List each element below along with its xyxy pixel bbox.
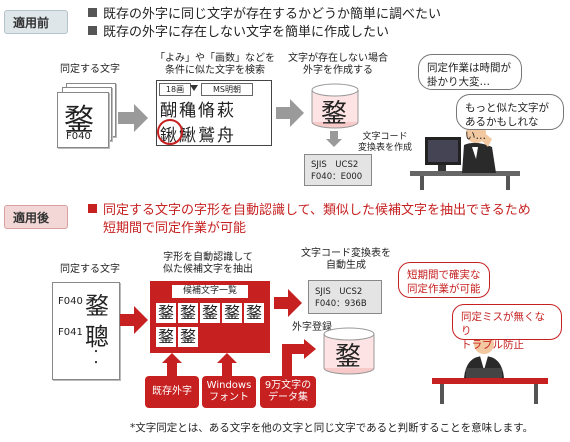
target-char-2: 聰 <box>85 323 109 351</box>
created-char-cylinder <box>311 83 359 129</box>
created-char: 鍪 <box>321 99 348 129</box>
code-table-header: SJIS UCS2 <box>311 160 359 170</box>
search-label: 「よみ」や「画数」などを 条件に似た文字を検索 <box>155 53 275 76</box>
bullet-square-icon <box>88 8 97 17</box>
candidate-char[interactable]: 鍪 <box>200 303 220 323</box>
before-bubble-2: もっと似た文字が あるかもしれない… <box>456 94 564 142</box>
arrow-up-icon <box>217 353 237 363</box>
target-char: 鍪 <box>64 103 94 138</box>
registered-char: 鍪 <box>335 342 362 372</box>
font-select: MS明朝 <box>201 83 253 96</box>
after-bullet-2: 短期間で同定作業が可能 <box>103 221 247 236</box>
highlight-circle <box>157 119 183 145</box>
more-dots: ・ ・ <box>91 347 101 369</box>
strokes-select: 18画 <box>159 83 191 96</box>
after-target-card: F040 鍪 F041 聰 ・ ・ <box>52 282 120 380</box>
candidate-title: 候補文字一覧 <box>172 285 248 298</box>
target-char-card: 鍪 F040 <box>57 92 109 148</box>
arrow-shaft <box>118 112 136 124</box>
after-code-table-doc: SJIS UCS2 F040：936B <box>308 280 382 314</box>
arrow-right-icon <box>288 289 302 317</box>
arrow-shaft <box>276 107 292 119</box>
code-table-header: SJIS UCS2 <box>315 287 363 297</box>
chevron-down-icon <box>190 85 198 91</box>
arrow-right-icon <box>290 99 304 127</box>
search-row-1: 醐穐脩萩 <box>160 101 236 121</box>
bullet-square-icon <box>88 26 97 35</box>
arrow-shaft <box>120 314 136 326</box>
candidate-panel: 候補文字一覧 鍪 鍪 鍪 鍪 鍪 鍪 鍪 <box>150 281 270 353</box>
arrow-shaft <box>282 364 292 378</box>
target-code-2: F041 <box>58 327 83 338</box>
after-bubble-2: 同定ミスが無くなり トラブル防止 <box>452 304 562 351</box>
register-label: 外字登録 <box>292 322 332 333</box>
before-bullet-2: 既存の外字に存在しない文字を簡単に作成したい <box>88 24 389 42</box>
code-table-doc: SJIS UCS2 F040：E000 <box>304 154 372 186</box>
worried-person-illustration <box>410 123 520 190</box>
generate-label: 文字コード変換表を 自動生成 <box>301 248 391 271</box>
arrow-shaft <box>167 362 177 378</box>
candidate-char[interactable]: 鍪 <box>156 303 176 323</box>
candidate-char[interactable]: 鍪 <box>178 327 198 347</box>
source-dataset: 9万文字の データ集 <box>260 376 316 408</box>
table-label: 文字コード 変換表を作成 <box>358 132 413 153</box>
arrow-shaft <box>274 297 290 309</box>
code-table-row: F040：936B <box>315 299 367 309</box>
search-panel: 18画 MS明朝 醐穐脩萩 鍬鰍鷲舟 <box>156 80 272 146</box>
arrow-right-icon <box>134 306 148 334</box>
create-label: 文字が存在しない場合 外字を作成する <box>288 53 388 76</box>
arrow-down-icon <box>326 139 342 147</box>
recognize-label: 字形を自動認識して 似た候補文字を抽出 <box>163 252 253 275</box>
code-table-row: F040：E000 <box>311 172 363 182</box>
arrow-shaft <box>282 344 292 368</box>
before-target-label: 同定する文字 <box>60 64 120 75</box>
after-target-label: 同定する文字 <box>60 264 120 275</box>
after-tag: 適用後 <box>4 205 68 229</box>
after-bubble-1: 短期間で確実な 同定作業が可能 <box>398 262 490 298</box>
target-code: F040 <box>66 131 91 142</box>
arrow-shaft <box>222 362 232 378</box>
arrow-right-icon <box>134 104 148 132</box>
footnote: *文字同定とは、ある文字を他の文字と同じ文字であると判断することを意味します。 <box>130 422 534 434</box>
source-existing: 既存外字 <box>145 376 199 408</box>
candidate-char[interactable]: 鍪 <box>156 327 176 347</box>
target-char-1: 鍪 <box>85 292 109 320</box>
arrow-up-icon <box>162 353 182 363</box>
arrow-shaft <box>330 131 338 139</box>
candidate-char[interactable]: 鍪 <box>222 303 242 323</box>
candidate-char[interactable]: 鍪 <box>244 303 264 323</box>
before-tag: 適用前 <box>4 10 68 34</box>
before-bullet-1: 既存の外字に同じ文字が存在するかどうか簡単に調べたい <box>88 6 441 24</box>
arrow-shaft <box>282 344 306 354</box>
source-windows-font: Windows フォント <box>202 376 256 408</box>
candidate-char[interactable]: 鍪 <box>178 303 198 323</box>
target-code-1: F040 <box>58 296 83 307</box>
after-bullet-1: 同定する文字の字形を自動認識して、類似した候補文字を抽出できるため <box>88 202 531 220</box>
registered-char-cylinder <box>323 327 375 375</box>
before-bubble-1: 同定作業は時間が 掛かり大変… <box>418 54 522 90</box>
bullet-square-icon <box>88 204 97 213</box>
arrow-right-icon <box>304 339 316 359</box>
